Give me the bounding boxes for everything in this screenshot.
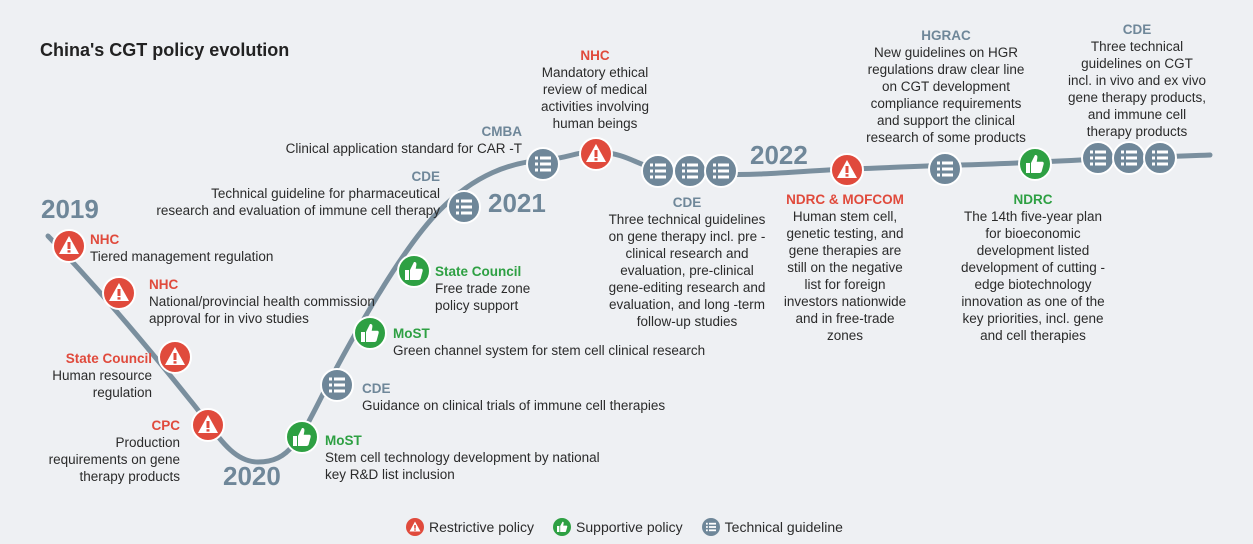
event-2022-cde-cgt-guidelines: CDE Three technical guidelines on CGT in… (1057, 21, 1217, 140)
event-marker-list-icon (704, 154, 738, 188)
event-desc: Stem cell technology development by nati… (325, 450, 600, 482)
event-marker-list-icon (641, 154, 675, 188)
event-marker-thumbs-up-icon (397, 254, 431, 288)
event-org: CDE (411, 169, 440, 184)
event-desc: Human resource regulation (52, 368, 152, 400)
event-marker-list-icon (928, 152, 962, 186)
event-org: NHC (149, 277, 179, 292)
event-2020-most-green-channel: MoST Green channel system for stem cell … (393, 325, 705, 359)
event-2019-nhc-tiered: NHC Tiered management regulation (90, 231, 273, 265)
event-2020-most-stem-cell: MoST Stem cell technology development by… (325, 432, 600, 483)
event-2021-nhc-ethics: NHC Mandatory ethical review of medical … (520, 47, 670, 132)
event-org: CDE (362, 381, 391, 396)
event-org: NHC (90, 232, 120, 247)
legend-label: Supportive policy (576, 519, 683, 535)
event-2021-cde-gene-guidelines: CDE Three technical guidelines on gene t… (592, 194, 782, 330)
year-label-2021: 2021 (488, 188, 546, 218)
event-desc: Technical guideline for pharmaceutical r… (156, 186, 440, 218)
event-desc: Green channel system for stem cell clini… (393, 343, 706, 358)
year-label-2022: 2022 (750, 140, 808, 170)
year-label-2020: 2020 (223, 461, 281, 491)
event-marker-warning-icon (52, 229, 86, 263)
event-2019-nhc-approval: NHC National/provincial health commissio… (149, 276, 375, 327)
event-desc: Mandatory ethical review of medical acti… (540, 65, 650, 131)
event-org: CMBA (481, 124, 523, 139)
event-2022-hgrac-guidelines: HGRAC New guidelines on HGR regulations … (846, 27, 1046, 146)
event-marker-warning-icon (191, 408, 225, 442)
event-2019-state-council-hr: State Council Human resource regulation (52, 350, 152, 401)
event-desc: New guidelines on HGR regulations draw c… (866, 45, 1026, 145)
list-icon (701, 518, 720, 536)
legend-item-supportive: Supportive policy (552, 517, 683, 537)
event-marker-list-icon (1143, 141, 1177, 175)
event-desc: Free trade zone policy support (435, 281, 531, 313)
warning-icon (406, 518, 424, 536)
event-org: NHC (580, 48, 610, 63)
event-org: CDE (1122, 22, 1152, 37)
event-marker-warning-icon (158, 340, 192, 374)
event-marker-list-icon (1081, 141, 1115, 175)
event-2022-ndrc-mofcom-negative-list: NDRC & MOFCOM Human stem cell, genetic t… (770, 191, 920, 344)
event-marker-thumbs-up-icon (285, 420, 319, 454)
page-title: China's CGT policy evolution (40, 40, 290, 60)
event-2022-ndrc-five-year-plan: NDRC The 14th five-year plan for bioecon… (948, 191, 1118, 344)
event-org: HGRAC (921, 28, 971, 43)
event-org: CPC (151, 418, 180, 433)
event-marker-list-icon (526, 147, 560, 181)
event-org: NDRC & MOFCOM (786, 192, 904, 207)
event-marker-warning-icon (102, 276, 136, 310)
event-org: State Council (65, 351, 152, 366)
event-desc: Three technical guidelines on gene thera… (608, 212, 766, 329)
event-marker-warning-icon (830, 153, 864, 187)
event-org: MoST (393, 326, 430, 341)
event-desc: Human stem cell, genetic testing, and ge… (783, 209, 907, 343)
legend-item-restrictive: Restrictive policy (405, 517, 534, 537)
event-marker-list-icon (320, 368, 354, 402)
event-2020-state-council-ftz: State Council Free trade zone policy sup… (435, 263, 530, 314)
event-desc: Tiered management regulation (90, 249, 274, 264)
event-2021-cde-immune-guideline: CDE Technical guideline for pharmaceutic… (156, 168, 440, 219)
event-org: NDRC (1013, 192, 1053, 207)
event-desc: Production requirements on gene therapy … (48, 435, 180, 484)
event-org: CDE (672, 195, 702, 210)
event-desc: Guidance on clinical trials of immune ce… (362, 398, 666, 413)
event-desc: Clinical application standard for CAR -T (285, 141, 522, 156)
year-label-2019: 2019 (41, 194, 99, 224)
event-marker-list-icon (1112, 141, 1146, 175)
event-2020-cde-immune-trials: CDE Guidance on clinical trials of immun… (362, 380, 665, 414)
event-marker-thumbs-up-icon (353, 316, 387, 350)
event-marker-thumbs-up-icon (1018, 147, 1052, 181)
thumbs-up-icon (553, 518, 572, 536)
legend: Restrictive policy Supportive policy Tec… (405, 517, 861, 537)
event-org: MoST (325, 433, 362, 448)
event-marker-warning-icon (579, 137, 613, 171)
event-desc: The 14th five-year plan for bioeconomic … (960, 209, 1106, 343)
event-marker-list-icon (447, 190, 481, 224)
event-2021-cmba-cart: CMBA Clinical application standard for C… (286, 123, 522, 157)
event-org: State Council (435, 264, 522, 279)
event-2019-cpc-production: CPC Production requirements on gene ther… (49, 417, 180, 485)
event-desc: Three technical guidelines on CGT incl. … (1067, 39, 1207, 139)
legend-label: Restrictive policy (429, 519, 535, 535)
event-marker-list-icon (673, 154, 707, 188)
legend-label: Technical guideline (724, 519, 843, 535)
event-desc: National/provincial health commission ap… (149, 294, 375, 326)
legend-item-technical: Technical guideline (701, 517, 843, 537)
